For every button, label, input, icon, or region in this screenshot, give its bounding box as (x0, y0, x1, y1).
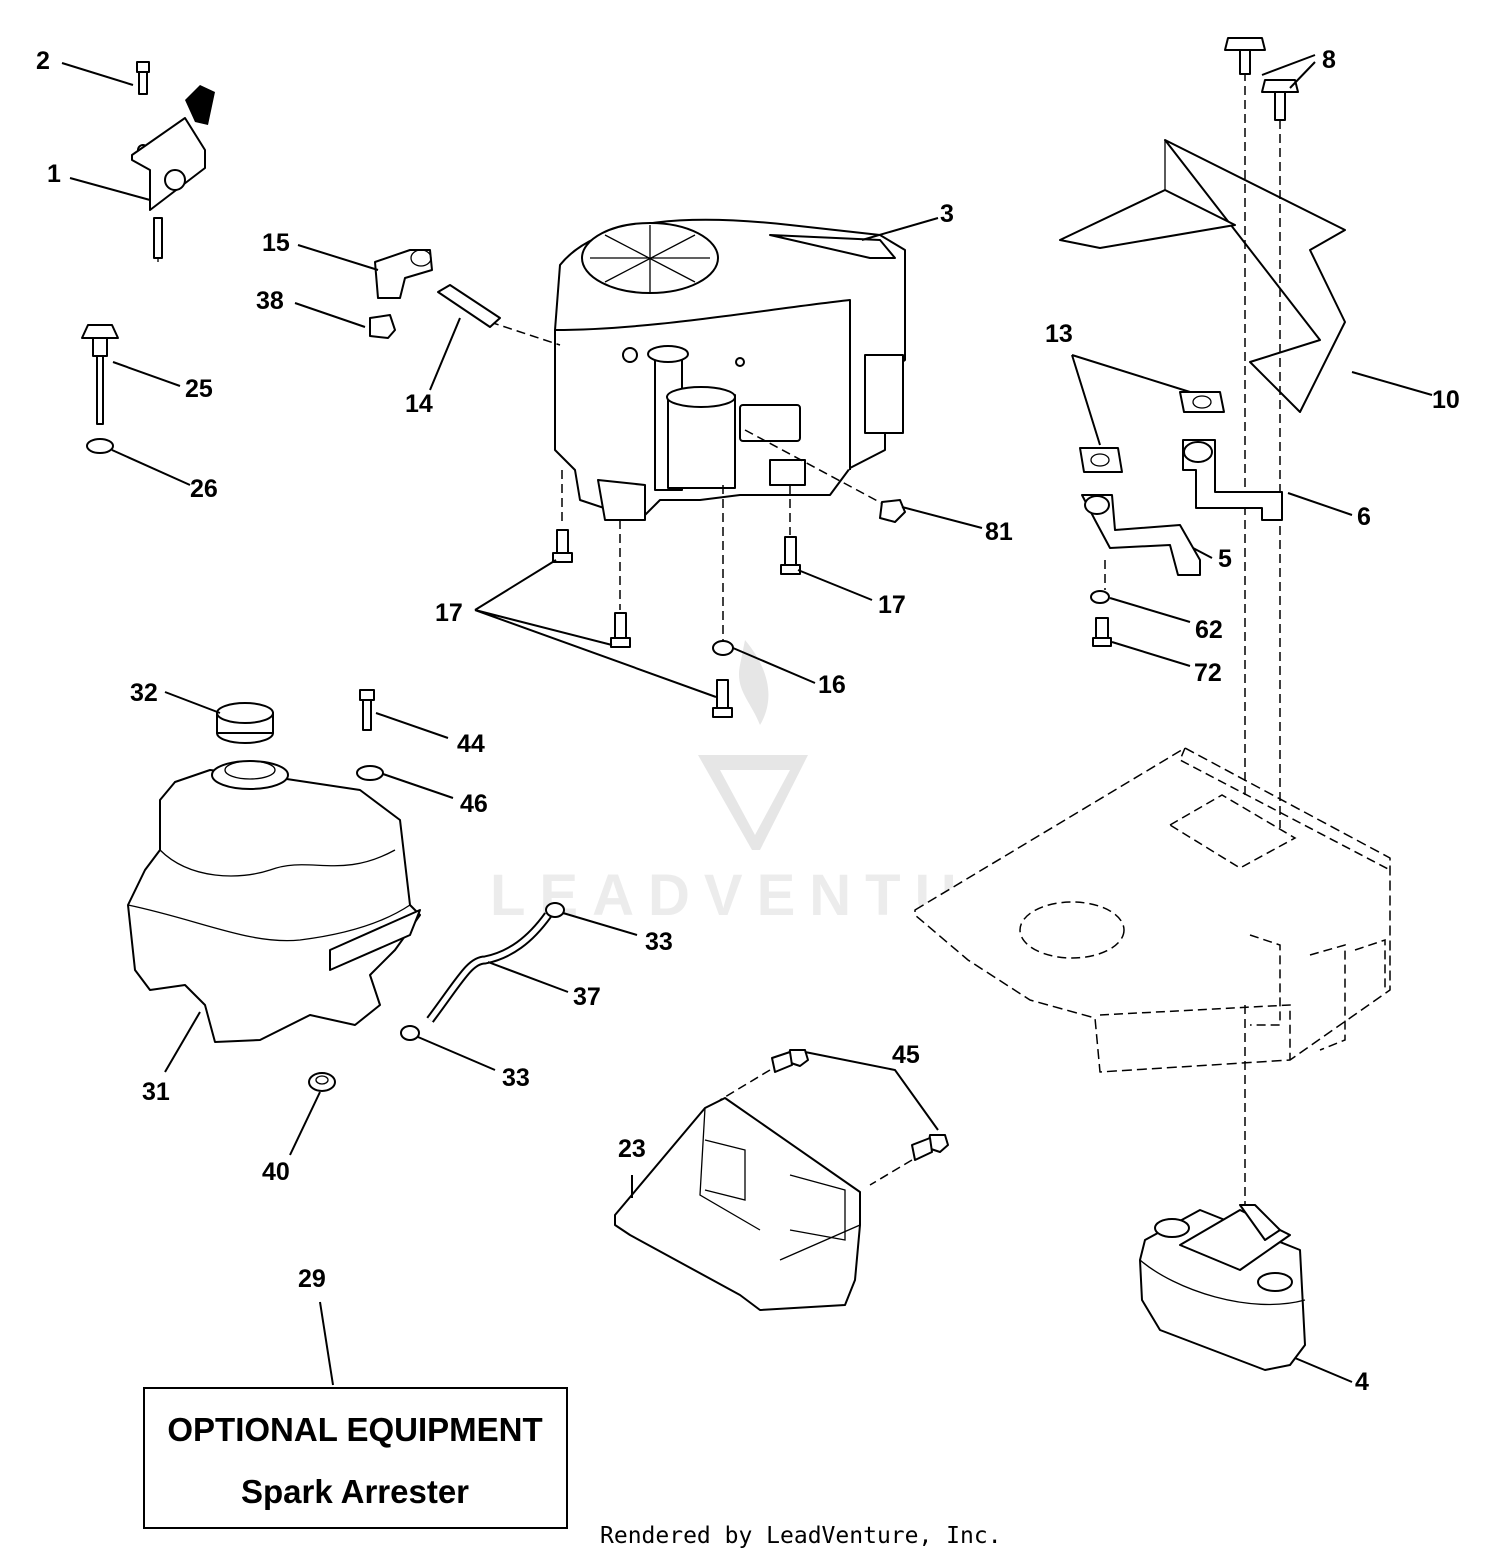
bolt-72 (1092, 617, 1112, 647)
callout-15: 15 (262, 229, 290, 257)
callout-6: 6 (1357, 503, 1371, 531)
engine (554, 218, 906, 521)
heat-shield (614, 1097, 861, 1311)
lock-washer-16 (712, 640, 734, 656)
callout-8: 8 (1322, 46, 1336, 74)
callout-26: 26 (190, 475, 218, 503)
callout-1: 1 (47, 160, 61, 188)
callout-46: 46 (460, 790, 488, 818)
callout-33-bottom: 33 (502, 1064, 530, 1092)
callout-2: 2 (36, 47, 50, 75)
engine-mount-frame (914, 747, 1391, 1073)
callout-labels: 2 1 3 4 5 6 8 10 13 14 15 16 17 17 23 25… (36, 46, 1460, 1396)
callout-37: 37 (573, 983, 601, 1011)
washer-46 (356, 765, 384, 781)
render-credit: Rendered by LeadVenture, Inc. (600, 1523, 1002, 1549)
choke-knob (81, 324, 119, 425)
exhaust-deflector (1059, 139, 1346, 413)
callout-17-right: 17 (878, 591, 906, 619)
callout-29: 29 (298, 1265, 326, 1293)
clamp-33-top (545, 902, 565, 918)
callout-25: 25 (185, 375, 213, 403)
engine-bolts (552, 529, 801, 718)
callout-5: 5 (1218, 545, 1232, 573)
optional-equipment-subtitle: Spark Arrester (241, 1473, 469, 1510)
washer-62 (1090, 590, 1110, 604)
optional-equipment-title: OPTIONAL EQUIPMENT (167, 1411, 542, 1448)
optional-equipment-box: OPTIONAL EQUIPMENT Spark Arrester (143, 1387, 568, 1529)
fuel-cap (216, 702, 274, 744)
callout-17-left: 17 (435, 599, 463, 627)
callout-62: 62 (1195, 616, 1223, 644)
watermark-logo (698, 640, 808, 850)
leader-lines (61, 54, 1433, 1386)
fuel-tank (127, 760, 421, 1043)
callout-33-top: 33 (645, 928, 673, 956)
fuel-line (426, 912, 552, 1023)
callout-4: 4 (1355, 1368, 1369, 1396)
exhaust-pipes (1079, 391, 1283, 576)
callout-40: 40 (262, 1158, 290, 1186)
callout-72: 72 (1194, 659, 1222, 687)
callout-3: 3 (940, 200, 954, 228)
callout-31: 31 (142, 1078, 170, 1106)
screw-44 (359, 689, 375, 731)
callout-32: 32 (130, 679, 158, 707)
callout-16: 16 (818, 671, 846, 699)
muffler (1139, 1204, 1306, 1371)
nut-81 (879, 499, 906, 523)
washer-26 (86, 438, 114, 454)
shield-bolts-45 (771, 1049, 949, 1161)
callout-44: 44 (457, 730, 485, 758)
callout-13: 13 (1045, 320, 1073, 348)
callout-38: 38 (256, 287, 284, 315)
callout-23: 23 (618, 1135, 646, 1163)
callout-45: 45 (892, 1041, 920, 1069)
knob-bolt (1224, 37, 1299, 121)
callout-10: 10 (1432, 386, 1460, 414)
grommet-40 (308, 1072, 336, 1092)
clamp-33-bottom (400, 1025, 420, 1041)
callout-14: 14 (405, 390, 433, 418)
throttle-control (131, 61, 215, 262)
oil-drain-fittings (369, 249, 501, 339)
callout-81: 81 (985, 518, 1013, 546)
